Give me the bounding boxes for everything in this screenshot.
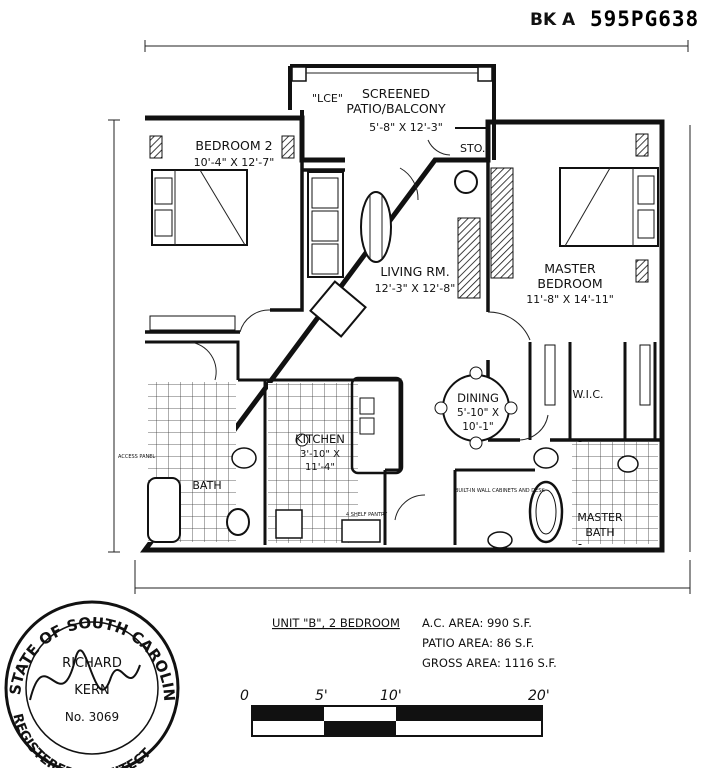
lce-label: "LCE": [312, 92, 343, 105]
closet-shelves: [149, 133, 651, 406]
bath-label: BATH: [192, 479, 221, 492]
kitchen-dims-2: 11'-4": [305, 462, 335, 473]
room-labels: "LCE" SCREENED PATIO/BALCONY 5'-8" X 12'…: [118, 86, 623, 539]
patio-area: PATIO AREA: 86 S.F.: [422, 636, 534, 650]
kitchen-dims-1: 3'-10" X: [300, 449, 340, 460]
svg-text:No. 3069: No. 3069: [65, 710, 119, 724]
living-dims: 12'-3" X 12'-8": [375, 282, 456, 295]
bedroom2-name: BEDROOM 2: [195, 138, 272, 153]
ac-area: A.C. AREA: 990 S.F.: [422, 616, 532, 630]
patio-name-1: SCREENED: [362, 86, 430, 101]
scale-label-5: 5': [315, 688, 328, 704]
scale-label-0: 0: [240, 688, 249, 704]
area-legend: UNIT "B", 2 BEDROOM A.C. AREA: 990 S.F. …: [272, 616, 557, 670]
patio-name-2: PATIO/BALCONY: [346, 101, 446, 116]
kitchen-name: KITCHEN: [295, 432, 345, 446]
bath-fixtures: [147, 447, 639, 549]
master-dims: 11'-8" X 14'-11": [526, 293, 614, 306]
bed-master: [559, 167, 659, 247]
dining-table: [434, 366, 518, 450]
door-swings: [189, 139, 549, 521]
bedroom2-dims: 10'-4" X 12'-7": [194, 156, 275, 169]
master-bath-1: MASTER: [577, 511, 623, 524]
book-ref: BK A: [530, 10, 576, 30]
wic-label: W.I.C.: [572, 388, 603, 401]
dimension-lines: [108, 40, 691, 594]
patio-dims: 5'-8" X 12'-3": [369, 121, 443, 134]
unit-label: UNIT "B", 2 BEDROOM: [272, 616, 400, 630]
sto-label: STO.: [460, 142, 485, 155]
dining-dims-1: 5'-10" X: [457, 407, 499, 419]
master-bath-2: BATH: [585, 526, 614, 539]
svg-text:STATE OF SOUTH CAROLINA: STATE OF SOUTH CAROLINA: [0, 0, 178, 702]
kitchen-area: [268, 376, 404, 543]
svg-text:RICHARD: RICHARD: [62, 656, 122, 671]
access-panel-label: ACCESS PANEL: [118, 454, 155, 460]
svg-text:KERN: KERN: [74, 683, 110, 698]
master-name-2: BEDROOM: [537, 276, 602, 291]
bed-bedroom-2: [151, 169, 248, 246]
page-ref: 595PG638: [590, 7, 699, 31]
dining-name: DINING: [457, 391, 499, 405]
scale-label-20: 20': [528, 688, 550, 704]
master-bath-floor: [572, 442, 658, 544]
built-in-label: BUILT-IN WALL CABINETS AND DESK: [455, 488, 545, 494]
dining-dims-2: 10'-1": [462, 421, 494, 433]
gross-area: GROSS AREA: 1116 S.F.: [422, 656, 557, 670]
scale-label-10: 10': [380, 688, 402, 704]
living-name: LIVING RM.: [380, 264, 449, 279]
master-name-1: MASTER: [544, 261, 596, 276]
pantry-label: 4 SHELF PANTRY: [346, 512, 388, 518]
living-furniture: [307, 170, 478, 338]
scale-bar: 0 5' 10' 20': [240, 688, 550, 737]
